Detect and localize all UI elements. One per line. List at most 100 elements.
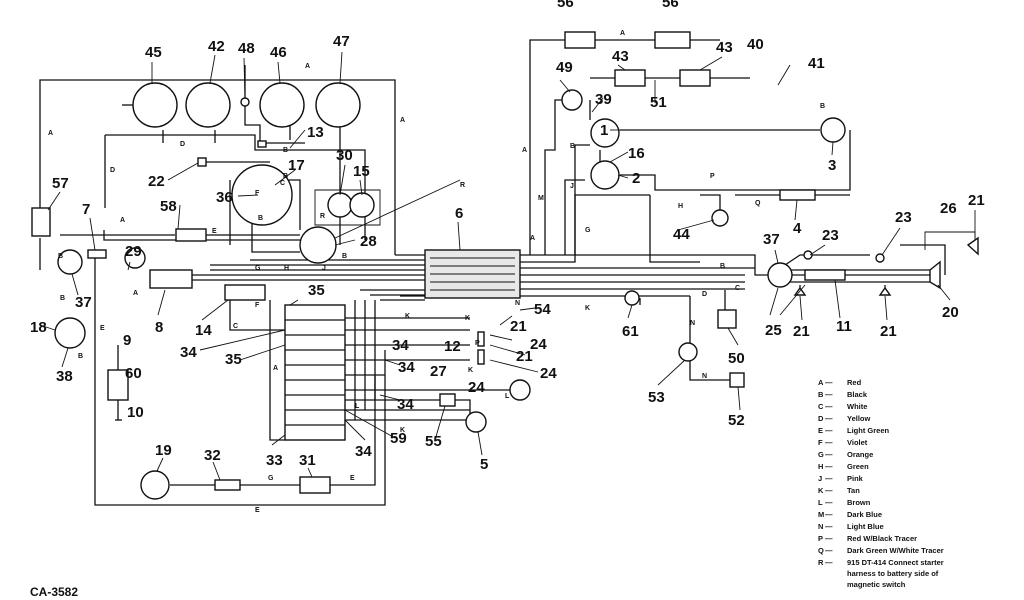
connector-14: [224, 284, 266, 301]
battery-38: [54, 317, 86, 349]
callout-25: 25: [765, 322, 782, 339]
callout-21-d: 21: [510, 318, 527, 335]
callout-2: 2: [632, 170, 640, 187]
svg-text:—: —: [825, 438, 833, 447]
svg-text:—: —: [825, 390, 833, 399]
wire-code-p-1: P: [710, 173, 715, 180]
diagram-id: CA-3582: [30, 585, 78, 599]
wire-code-h-2: H: [678, 203, 683, 210]
callout-34-d: 34: [397, 396, 414, 413]
wire-code-k-5: K: [468, 367, 473, 374]
legend-name: Green: [847, 462, 869, 471]
legend-name: White: [847, 402, 867, 411]
callout-26: 26: [940, 200, 957, 217]
wire-code-c-3: C: [735, 285, 740, 292]
wire-code-a-4: A: [120, 217, 125, 224]
wire-code-j-1: J: [322, 265, 326, 272]
callout-43-b: 43: [716, 39, 733, 56]
right-components: [561, 31, 979, 388]
wire-code-k-3: K: [585, 305, 590, 312]
callout-7: 7: [82, 201, 90, 218]
callouts: 1 2 3 4 5 6 7 8 9 10 11 12 13 14 15 16 1…: [30, 0, 985, 473]
svg-text:—: —: [825, 522, 833, 531]
callout-57: 57: [52, 175, 69, 192]
callout-59: 59: [390, 430, 407, 447]
svg-text:—: —: [825, 486, 833, 495]
legend-code: C: [818, 402, 824, 411]
gauge-42: [185, 82, 231, 128]
callout-12: 12: [444, 338, 461, 355]
wire-code-b-5: B: [283, 173, 288, 180]
callout-24-c: 24: [468, 379, 485, 396]
legend-name-r-line: 915 DT-414 Connect starter: [847, 558, 944, 567]
callout-35-a: 35: [308, 282, 325, 299]
wire-codes: A A A A A A A A A B B B B B B B B B B C …: [48, 30, 825, 514]
svg-text:—: —: [825, 450, 833, 459]
wire-code-q-1: Q: [755, 200, 761, 207]
lamp-15: [349, 192, 375, 218]
svg-text:—: —: [825, 510, 833, 519]
legend-code: D: [818, 414, 824, 423]
legend-name: Red: [847, 378, 862, 387]
callout-16: 16: [628, 145, 645, 162]
gauges-top: [132, 82, 361, 128]
lamp-30: [327, 192, 353, 218]
connector-55: [439, 393, 456, 407]
wire-code-m-1: M: [538, 195, 544, 202]
fuse-block-35: [284, 304, 346, 441]
wire-code-a-5: A: [133, 290, 138, 297]
lamp-23a: [803, 250, 813, 260]
lamp-61: [624, 290, 640, 306]
callout-21-c: 21: [880, 323, 897, 340]
callout-3: 3: [828, 157, 836, 174]
legend-name: Dark Blue: [847, 510, 882, 519]
wire-code-k-1: K: [405, 313, 410, 320]
gauge-36-17: [231, 164, 293, 226]
callout-55: 55: [425, 433, 442, 450]
wire-code-l-2: L: [505, 393, 510, 400]
sender-5: [465, 411, 487, 433]
callout-24-a: 24: [530, 336, 547, 353]
harness-11: [804, 269, 846, 281]
legend-name-r-line: magnetic switch: [847, 580, 906, 589]
wire-code-d-2: D: [180, 141, 185, 148]
legend-name: Tan: [847, 486, 860, 495]
svg-text:—: —: [825, 402, 833, 411]
legend-name: Brown: [847, 498, 871, 507]
switch-52: [729, 372, 745, 388]
callout-41: 41: [808, 55, 825, 72]
callout-8: 8: [155, 319, 163, 336]
lamp-23b: [875, 253, 885, 263]
fuse-32: [214, 479, 241, 491]
callout-30: 30: [336, 147, 353, 164]
light-2: [590, 160, 620, 190]
callout-49: 49: [556, 59, 573, 76]
wire-code-a-2: A: [48, 130, 53, 137]
lamp-53: [678, 342, 698, 362]
wire-code-c-1: C: [233, 323, 238, 330]
wire-code-a-8: A: [530, 235, 535, 242]
wire-code-k-4: K: [400, 427, 405, 434]
legend-code: A: [818, 378, 824, 387]
legend-code: F: [818, 438, 823, 447]
wire-code-b-1: B: [58, 253, 63, 260]
gauge-cluster: [197, 140, 375, 264]
callout-17: 17: [288, 157, 305, 174]
legend-code: M: [818, 510, 824, 519]
connector-22: [197, 157, 207, 167]
leader-lines: [39, 51, 976, 481]
svg-text:—: —: [825, 558, 833, 567]
callout-23-a: 23: [895, 209, 912, 226]
wire-code-a-3: A: [400, 117, 405, 124]
wire-code-h-1: H: [284, 265, 289, 272]
callout-33: 33: [266, 452, 283, 469]
wire-code-c-2: C: [280, 180, 285, 187]
wire-code-r-1: R: [460, 182, 465, 189]
callout-53: 53: [648, 389, 665, 406]
lamp-24: [509, 379, 531, 401]
callout-23-b: 23: [822, 227, 839, 244]
wire-code-a-9: A: [620, 30, 625, 37]
wire-code-l-1: L: [355, 403, 360, 410]
